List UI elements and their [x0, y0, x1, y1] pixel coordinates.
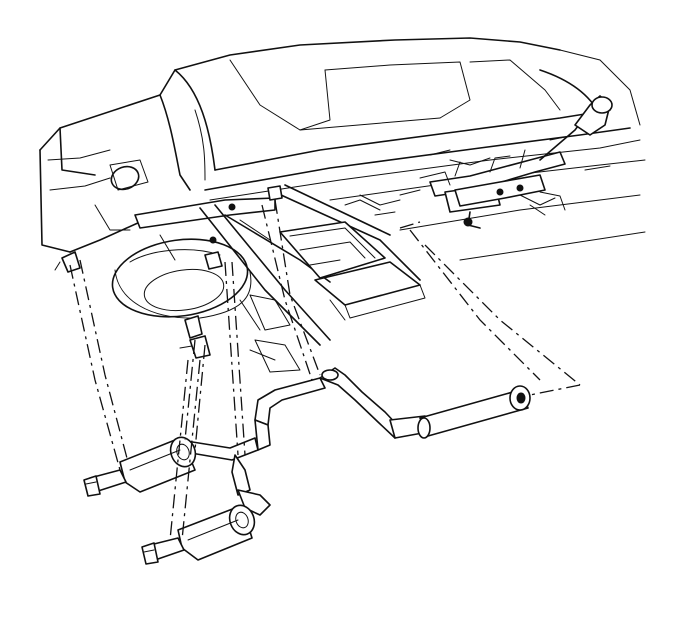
- front-pipe: [419, 95, 613, 229]
- catalytic-converter: [454, 174, 546, 207]
- fuel-tank-shield: [279, 221, 426, 321]
- left-muffler: [119, 436, 197, 493]
- intermediate-pipe: [319, 367, 429, 439]
- detail-lines: [159, 135, 611, 361]
- assembly-lines: [69, 199, 581, 541]
- spare-tire: [111, 238, 252, 319]
- right-tailpipe: [141, 537, 185, 565]
- crossover-pipe: [179, 377, 326, 516]
- left-tailpipe: [83, 469, 127, 497]
- resonator: [417, 385, 531, 439]
- right-muffler: [177, 504, 256, 561]
